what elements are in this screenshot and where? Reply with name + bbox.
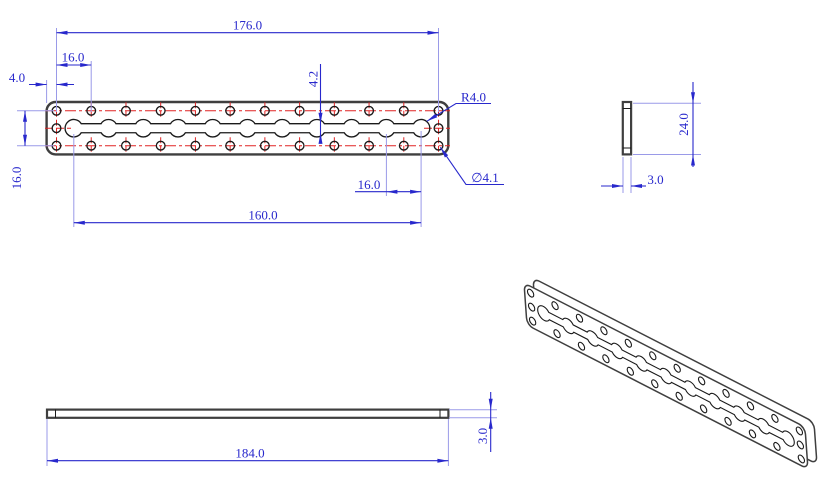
dimensions: 176.0 16.0 4.0 4.2 16.0 160.0 16.0 R4.0 … bbox=[9, 18, 701, 466]
radius-callout: R4.0 bbox=[461, 90, 486, 105]
bottom-view bbox=[45, 408, 450, 419]
dimension-lines bbox=[24, 32, 694, 462]
extension-lines bbox=[17, 28, 701, 466]
dim-slot-width: 4.2 bbox=[306, 71, 321, 87]
dim-overall-length: 184.0 bbox=[235, 446, 264, 461]
isometric-view bbox=[524, 278, 817, 469]
dim-slot-length: 160.0 bbox=[248, 208, 277, 223]
front-plate-outline bbox=[45, 100, 450, 156]
dim-slot-end-pitch: 16.0 bbox=[358, 177, 381, 192]
dim-thickness-side: 3.0 bbox=[647, 172, 663, 187]
dimension-arrows bbox=[23, 30, 695, 463]
dim-hole-span: 176.0 bbox=[233, 18, 262, 33]
dim-hole-pitch: 16.0 bbox=[62, 50, 85, 65]
dim-edge-margin: 4.0 bbox=[9, 70, 25, 85]
side-plate-outline bbox=[621, 100, 633, 156]
dim-row-pitch: 16.0 bbox=[9, 167, 24, 190]
diameter-callout: ∅4.1 bbox=[471, 170, 499, 185]
front-holes-and-slot bbox=[51, 105, 444, 151]
side-view bbox=[621, 100, 633, 156]
front-view bbox=[45, 100, 450, 156]
bottom-plate-outline bbox=[45, 408, 450, 419]
iso-holes-and-slot bbox=[527, 288, 805, 464]
dim-beam-width: 24.0 bbox=[676, 113, 691, 136]
dim-thickness-bottom: 3.0 bbox=[475, 428, 490, 444]
iso-front-face bbox=[524, 283, 808, 469]
